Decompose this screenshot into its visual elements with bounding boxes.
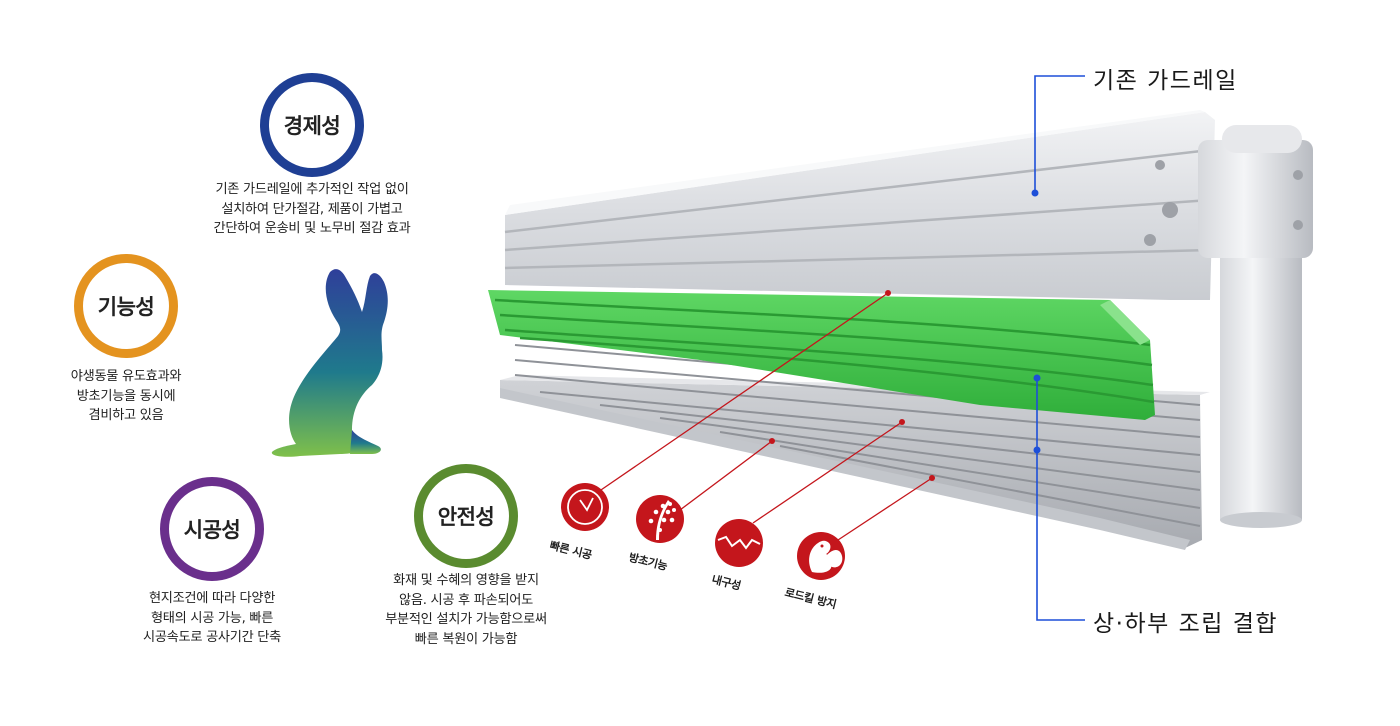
feature-desc-line: 겸비하고 있음 xyxy=(88,408,164,423)
squirrel-icon xyxy=(809,540,843,573)
badge-durability xyxy=(715,519,763,567)
clock-icon xyxy=(567,489,603,525)
feature-desc-functionality: 야생동물 유도효과와 방초기능을 동시에 겸비하고 있음 xyxy=(20,367,232,426)
feature-desc-line: 설치하여 단가절감, 제품이 가볍고 xyxy=(221,201,403,217)
badge-leader-lines xyxy=(597,292,933,541)
callout-dots xyxy=(1031,189,1041,454)
badge-leader-dots xyxy=(769,290,935,481)
feature-title-safety: 안전성 xyxy=(437,505,495,529)
callout-combined-assembly: 상·하부 조립 결합 xyxy=(1093,611,1279,637)
feature-desc-safety: 화재 및 수혜의 영향을 받지 않음. 시공 후 파손되어도 부분적인 설치가 … xyxy=(340,571,592,649)
callout-lines xyxy=(1034,75,1085,621)
feature-desc-line: 현지조건에 따라 다양한 xyxy=(148,591,276,606)
feature-desc-line: 화재 및 수혜의 영향을 받지 xyxy=(393,573,539,588)
feature-circle-constructability: 시공성 xyxy=(160,477,264,581)
feature-desc-line: 기존 가드레일에 추가적인 작업 없이 xyxy=(215,182,409,197)
feature-title-constructability: 시공성 xyxy=(183,518,241,542)
weed-icon xyxy=(648,500,676,540)
feature-circle-economy: 경제성 xyxy=(260,73,364,177)
feature-circle-functionality: 기능성 xyxy=(74,254,178,358)
feature-title-functionality: 기능성 xyxy=(97,295,155,319)
feature-desc-line: 않음. 시공 후 파손되어도 xyxy=(399,592,533,608)
guardrail-post xyxy=(1198,125,1313,528)
feature-desc-constructability: 현지조건에 따라 다양한 형태의 시공 가능, 빠른 시공속도로 공사기간 단축 xyxy=(96,589,328,648)
feature-desc-line: 야생동물 유도효과와 xyxy=(70,369,182,384)
upper-green-panel xyxy=(488,290,1155,420)
callout-existing-guardrail: 기존 가드레일 xyxy=(1093,68,1238,94)
crack-icon xyxy=(717,535,761,550)
feature-desc-economy: 기존 가드레일에 추가적인 작업 없이 설치하여 단가절감, 제품이 가볍고 간… xyxy=(170,180,454,239)
feature-desc-line: 부분적인 설치가 가능함으로써 xyxy=(385,612,547,627)
feature-desc-line: 빠른 복원이 가능함 xyxy=(414,631,518,647)
feature-desc-line: 시공속도로 공사기간 단축 xyxy=(143,630,281,645)
lower-gray-panel xyxy=(500,344,1210,550)
feature-title-economy: 경제성 xyxy=(283,114,341,138)
feature-desc-line: 방초기능을 동시에 xyxy=(76,388,176,404)
feature-desc-line: 형태의 시공 가능, 빠른 xyxy=(150,610,274,626)
badge-weed-prevention xyxy=(636,495,684,543)
feature-desc-line: 간단하여 운송비 및 노무비 절감 효과 xyxy=(213,221,411,236)
feature-circle-safety: 안전성 xyxy=(414,464,518,568)
rabbit-silhouette xyxy=(271,269,388,457)
badge-roadkill-prevention xyxy=(797,532,845,580)
existing-white-guardrail xyxy=(504,110,1215,300)
badge-fast-construction xyxy=(561,483,609,531)
